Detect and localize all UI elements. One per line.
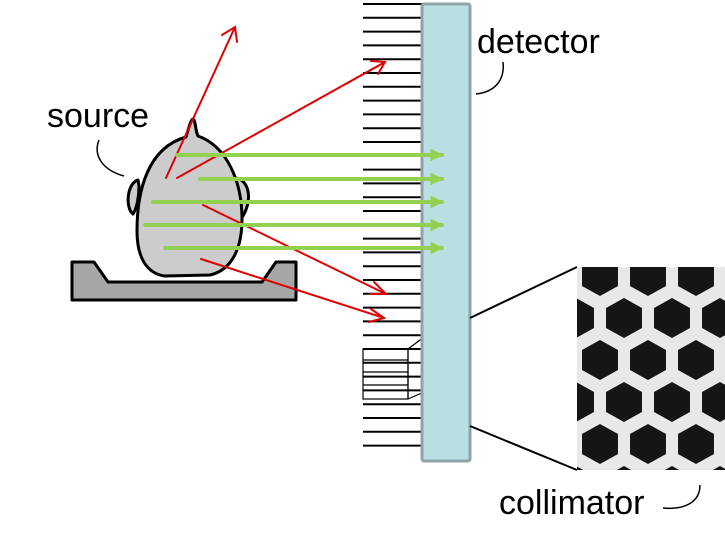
scattered-ray-bottom-arrowhead [368,308,387,323]
scattered-ray-upper-right-arrowhead [370,60,387,75]
scattered-ray-bottom [200,258,385,319]
detector-label: detector [477,23,600,61]
inset-leader-lines [469,266,578,471]
scattered-ray-lower-right-arrowhead [369,281,389,295]
detector-callout [475,61,504,95]
primary-gamma-rays [143,148,444,255]
source-label: source [47,97,149,135]
collimator-label: collimator [499,484,644,522]
scattered-ray-upper-right [176,61,386,179]
detector-crystal [420,2,472,463]
patient-head-icon [126,117,250,278]
scattered-ray-up-arrowhead [221,25,238,43]
collimator-cell-detail [362,336,425,400]
source-callout [96,139,125,177]
honeycomb-collimator-photo [577,267,725,470]
collimator-callout [662,484,701,510]
head-rest-icon [70,260,298,302]
scattered-ray-up [165,26,236,179]
label-callouts [96,61,701,510]
